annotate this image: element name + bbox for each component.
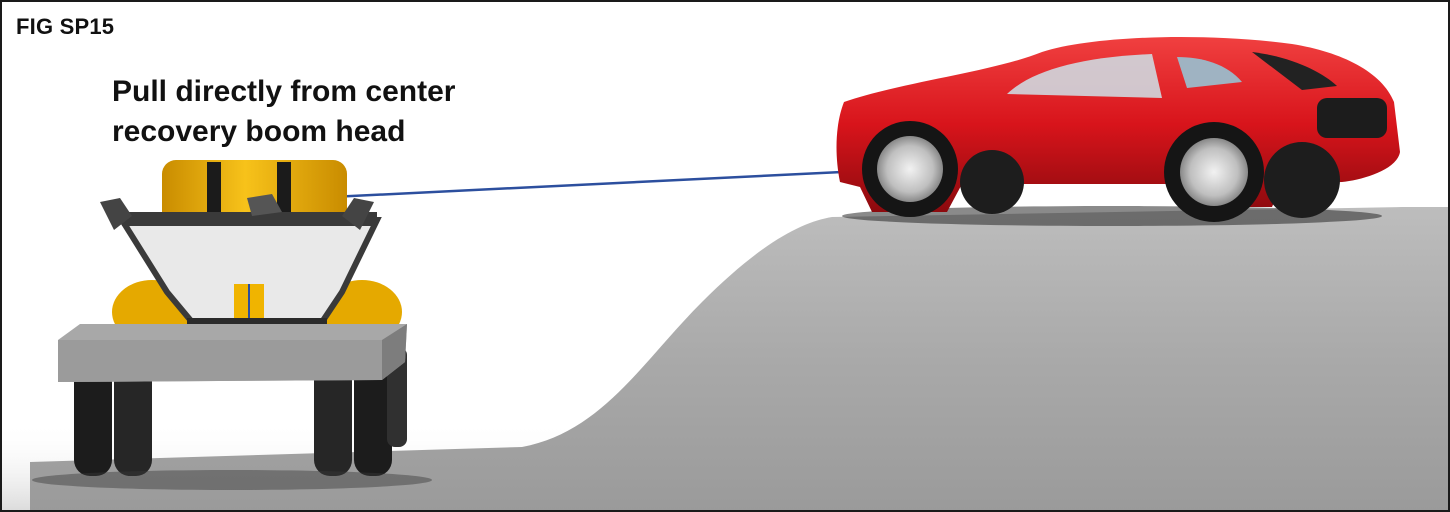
caption-line-1: Pull directly from center	[112, 72, 455, 112]
figure-caption: Pull directly from center recovery boom …	[112, 72, 455, 152]
figure-label: FIG SP15	[16, 14, 114, 40]
tow-cable	[270, 172, 842, 200]
stuck-car	[837, 37, 1400, 226]
caption-line-2: recovery boom head	[112, 112, 455, 152]
